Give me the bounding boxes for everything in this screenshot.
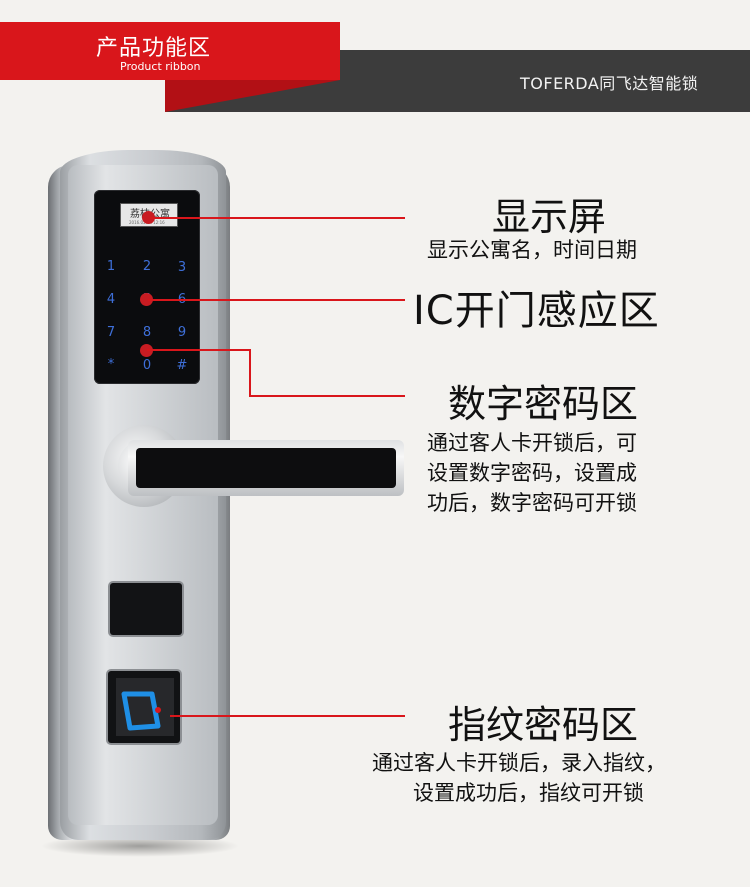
keypad-key-8[interactable]: 8	[142, 325, 152, 340]
keypad-key-9[interactable]: 9	[177, 325, 187, 340]
display-marker-dot	[142, 211, 155, 224]
lock-shadow	[40, 835, 240, 857]
keypad-key-3[interactable]: 3	[177, 260, 187, 275]
keypad-feature-desc-line-2: 设置数字密码，设置成	[427, 461, 637, 485]
key-cylinder-cover	[110, 583, 182, 635]
display-callout-line	[150, 217, 405, 219]
fingerprint-feature-desc-line-1: 通过客人卡开锁后，录入指纹，	[372, 751, 666, 775]
ic-feature-title: IC开门感应区	[413, 288, 660, 334]
keypad-callout-line-c	[249, 395, 405, 397]
section-subtitle: Product ribbon	[120, 60, 201, 73]
section-title: 产品功能区	[96, 36, 212, 61]
keypad-key-1[interactable]: 1	[106, 259, 116, 274]
fingerprint-feature-desc-line-2: 设置成功后，指纹可开锁	[413, 781, 644, 805]
header-ribbon-fold	[165, 80, 340, 112]
ic-callout-line	[148, 299, 405, 301]
keypad-key-star[interactable]: *	[107, 357, 115, 372]
door-handle-face	[136, 448, 396, 488]
keypad-feature-title: 数字密码区	[448, 382, 639, 426]
display-feature-title: 显示屏	[492, 195, 607, 239]
keypad-marker-dot	[140, 344, 153, 357]
keypad-callout-line-a	[147, 349, 250, 351]
keypad-key-7[interactable]: 7	[106, 325, 116, 340]
ic-sensor-marker-dot	[140, 293, 153, 306]
keypad-feature-desc-line-3: 功后，数字密码可开锁	[427, 491, 637, 515]
keypad-feature-desc-line-1: 通过客人卡开锁后，可	[427, 431, 637, 455]
keypad-key-4[interactable]: 4	[106, 292, 116, 307]
keypad-key-2[interactable]: 2	[142, 259, 152, 274]
fingerprint-feature-title: 指纹密码区	[448, 703, 639, 747]
keypad-key-0[interactable]: 0	[142, 358, 152, 373]
brand-name: TOFERDA同飞达智能锁	[520, 74, 699, 93]
keypad-key-hash[interactable]: #	[176, 358, 188, 373]
keypad-callout-line-b	[249, 349, 251, 396]
header-red-ribbon	[0, 22, 340, 80]
fingerprint-sensor-icon	[121, 691, 161, 731]
display-feature-desc: 显示公寓名，时间日期	[427, 238, 637, 262]
fingerprint-callout-line	[170, 715, 405, 717]
